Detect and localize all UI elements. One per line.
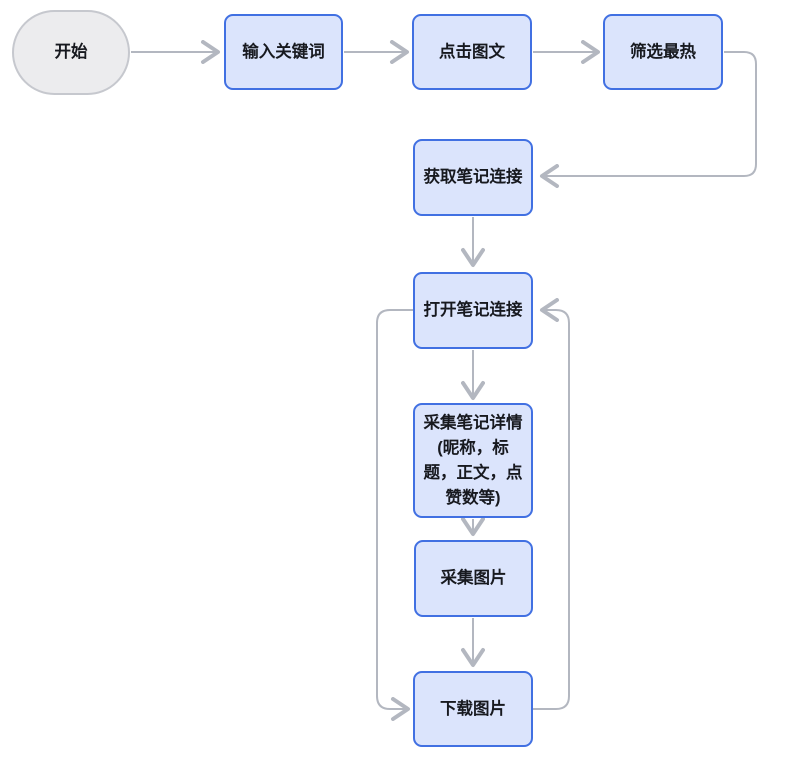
node-input-keyword-label: 输入关键词 xyxy=(242,42,325,61)
node-collect-note-details[interactable]: 采集笔记详情 (昵称，标 题，正文，点 赞数等) xyxy=(413,403,533,518)
edge-open-note-link-to-download-images-loop xyxy=(376,309,413,721)
node-download-images-label: 下载图片 xyxy=(440,699,506,718)
node-collect-images[interactable]: 采集图片 xyxy=(414,540,533,617)
node-open-note-link-label: 打开笔记连接 xyxy=(423,301,523,319)
node-click-image-text[interactable]: 点击图文 xyxy=(412,14,532,90)
node-collect-note-details-line: 采集笔记详情 xyxy=(423,413,523,432)
node-start-label: 开始 xyxy=(54,43,88,61)
node-filter-hottest[interactable]: 筛选最热 xyxy=(603,14,723,90)
node-download-images[interactable]: 下载图片 xyxy=(413,671,533,747)
node-click-image-text-label: 点击图文 xyxy=(439,42,505,61)
edge-download-images-to-open-note-link-loop xyxy=(533,298,570,710)
node-collect-note-details-line: 赞数等) xyxy=(445,488,501,507)
node-collect-images-label: 采集图片 xyxy=(440,569,507,587)
node-start[interactable]: 开始 xyxy=(12,10,130,95)
node-collect-note-details-line: (昵称，标 xyxy=(437,438,509,457)
node-input-keyword[interactable]: 输入关键词 xyxy=(224,14,343,90)
node-filter-hottest-label: 筛选最热 xyxy=(630,42,696,61)
node-get-note-link[interactable]: 获取笔记连接 xyxy=(413,139,533,216)
edge-filter-hottest-to-get-note-link xyxy=(540,51,757,188)
node-get-note-link-label: 获取笔记连接 xyxy=(423,168,523,186)
node-open-note-link[interactable]: 打开笔记连接 xyxy=(413,272,533,349)
node-collect-note-details-line: 题，正文，点 xyxy=(423,463,523,482)
